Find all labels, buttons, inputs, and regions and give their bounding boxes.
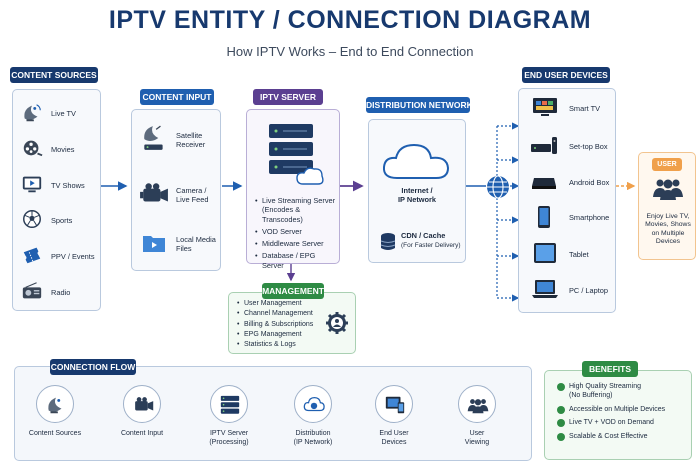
iptv-server-list: Live Streaming Server (Encodes & Transco… bbox=[255, 196, 339, 273]
flow-step-distribution-icon bbox=[294, 385, 332, 423]
flow-step-iptv-server: IPTV Server (Processing) bbox=[209, 430, 249, 446]
android-box-icon bbox=[531, 172, 557, 192]
media-folder-icon bbox=[141, 231, 167, 255]
distribution-heading: DISTRIBUTION NETWORK bbox=[366, 97, 473, 113]
source-movies: Movies bbox=[51, 145, 75, 154]
mgmt-user: User Management bbox=[237, 300, 313, 309]
mgmt-channel: Channel Management bbox=[237, 310, 313, 319]
users-group-icon bbox=[652, 175, 684, 201]
server-database-epg: Database / EPG Server bbox=[255, 251, 339, 270]
benefit-item: Scalable & Cost Effective bbox=[557, 433, 689, 442]
benefit-item: High Quality Streaming (No Buffering) bbox=[557, 383, 689, 401]
content-input-heading: CONTENT INPUT bbox=[140, 89, 214, 105]
page-subtitle: How IPTV Works – End to End Connection bbox=[226, 44, 474, 59]
flow-step-content-sources: Content Sources bbox=[28, 430, 82, 437]
flow-step-devices-icon bbox=[375, 385, 413, 423]
server-vod: VOD Server bbox=[255, 227, 339, 237]
input-camera-live-feed: Camera / Live Feed bbox=[176, 186, 209, 205]
source-sports: Sports bbox=[51, 216, 73, 225]
user-heading: USER bbox=[652, 158, 682, 171]
flow-step-user-viewing: User Viewing bbox=[464, 430, 490, 446]
globe-icon bbox=[486, 175, 510, 199]
flow-step-server-icon bbox=[210, 385, 248, 423]
iptv-server-heading: IPTV SERVER bbox=[253, 89, 323, 105]
device-pc-laptop: PC / Laptop bbox=[569, 286, 609, 295]
device-tablet: Tablet bbox=[569, 250, 589, 259]
iptv-server-panel: Live Streaming Server (Encodes & Transco… bbox=[246, 109, 340, 270]
management-panel: User Management Channel Management Billi… bbox=[228, 292, 356, 354]
device-set-top-box: Set-top Box bbox=[569, 142, 608, 151]
distribution-panel: Internet / IP Network CDN / Cache (For F… bbox=[368, 119, 466, 263]
server-middleware: Middleware Server bbox=[255, 239, 339, 249]
management-heading: MANAGEMENT bbox=[262, 283, 324, 299]
set-top-box-icon bbox=[530, 134, 558, 156]
radio-icon bbox=[21, 280, 43, 302]
source-ppv-events: PPV / Events bbox=[51, 252, 95, 261]
device-smart-tv: Smart TV bbox=[569, 104, 601, 113]
flow-step-input-icon bbox=[123, 385, 161, 423]
end-user-devices-heading: END USER DEVICES bbox=[522, 67, 610, 83]
flow-step-distribution: Distribution (IP Network) bbox=[293, 430, 333, 446]
page-title: IPTV ENTITY / CONNECTION DIAGRAM bbox=[108, 6, 592, 34]
check-icon bbox=[557, 405, 565, 414]
satellite-dish-icon bbox=[21, 102, 43, 124]
mgmt-stats: Statistics & Logs bbox=[237, 341, 313, 350]
benefits-heading: BENEFITS bbox=[582, 361, 638, 377]
flow-step-end-user-devices: End User Devices bbox=[379, 430, 409, 446]
check-icon bbox=[557, 419, 565, 428]
content-sources-panel: Live TV Movies TV Shows Sports PPV / Eve… bbox=[12, 89, 101, 311]
ticket-icon bbox=[21, 244, 43, 266]
check-icon bbox=[557, 433, 565, 441]
connection-flow-heading: CONNECTION FLOW bbox=[50, 359, 136, 375]
source-tv-shows: TV Shows bbox=[51, 181, 85, 190]
source-radio: Radio bbox=[51, 288, 71, 297]
smartphone-icon bbox=[537, 205, 551, 229]
input-satellite-receiver: Satellite Receiver bbox=[176, 131, 206, 150]
input-local-media-files: Local Media Files bbox=[176, 235, 216, 254]
laptop-icon bbox=[531, 278, 559, 300]
database-icon bbox=[379, 232, 397, 252]
end-user-devices-panel: Smart TV Set-top Box Android Box Smartph… bbox=[518, 88, 616, 313]
benefit-item: Live TV + VOD on Demand bbox=[557, 419, 689, 428]
flow-step-sources-icon bbox=[36, 385, 74, 423]
benefit-item: Accessible on Multiple Devices bbox=[557, 405, 689, 415]
gear-user-icon bbox=[325, 311, 349, 335]
film-reel-icon bbox=[21, 137, 43, 159]
server-stack-icon bbox=[267, 122, 325, 188]
flow-step-user-icon bbox=[458, 385, 496, 423]
content-input-panel: Satellite Receiver Camera / Live Feed Lo… bbox=[131, 109, 221, 271]
user-description: Enjoy Live TV, Movies, Shows on Multiple… bbox=[645, 213, 691, 246]
mgmt-epg: EPG Management bbox=[237, 331, 313, 340]
benefits-list: High Quality Streaming (No Buffering) Ac… bbox=[557, 383, 689, 447]
distribution-internet: Internet / IP Network bbox=[397, 186, 437, 205]
tv-play-icon bbox=[21, 173, 43, 195]
content-sources-heading: CONTENT SOURCES bbox=[10, 67, 98, 83]
satellite-receiver-icon bbox=[141, 124, 167, 152]
smart-tv-icon bbox=[532, 97, 558, 117]
video-camera-icon bbox=[139, 181, 169, 207]
mgmt-billing: Billing & Subscriptions bbox=[237, 321, 313, 330]
cdn-subtitle: (For Faster Delivery) bbox=[401, 242, 461, 249]
flow-step-content-input: Content Input bbox=[120, 430, 164, 437]
device-android-box: Android Box bbox=[569, 178, 610, 187]
check-icon bbox=[557, 383, 565, 391]
tablet-icon bbox=[533, 242, 557, 264]
management-list: User Management Channel Management Billi… bbox=[237, 300, 313, 351]
cloud-icon bbox=[381, 140, 451, 180]
cdn-title: CDN / Cache bbox=[401, 231, 446, 240]
benefits-panel: High Quality Streaming (No Buffering) Ac… bbox=[544, 370, 692, 460]
soccer-ball-icon bbox=[21, 208, 43, 230]
source-live-tv: Live TV bbox=[51, 109, 76, 118]
connection-flow-panel bbox=[14, 366, 532, 461]
device-smartphone: Smartphone bbox=[569, 213, 610, 222]
server-live-streaming: Live Streaming Server (Encodes & Transco… bbox=[255, 196, 339, 224]
